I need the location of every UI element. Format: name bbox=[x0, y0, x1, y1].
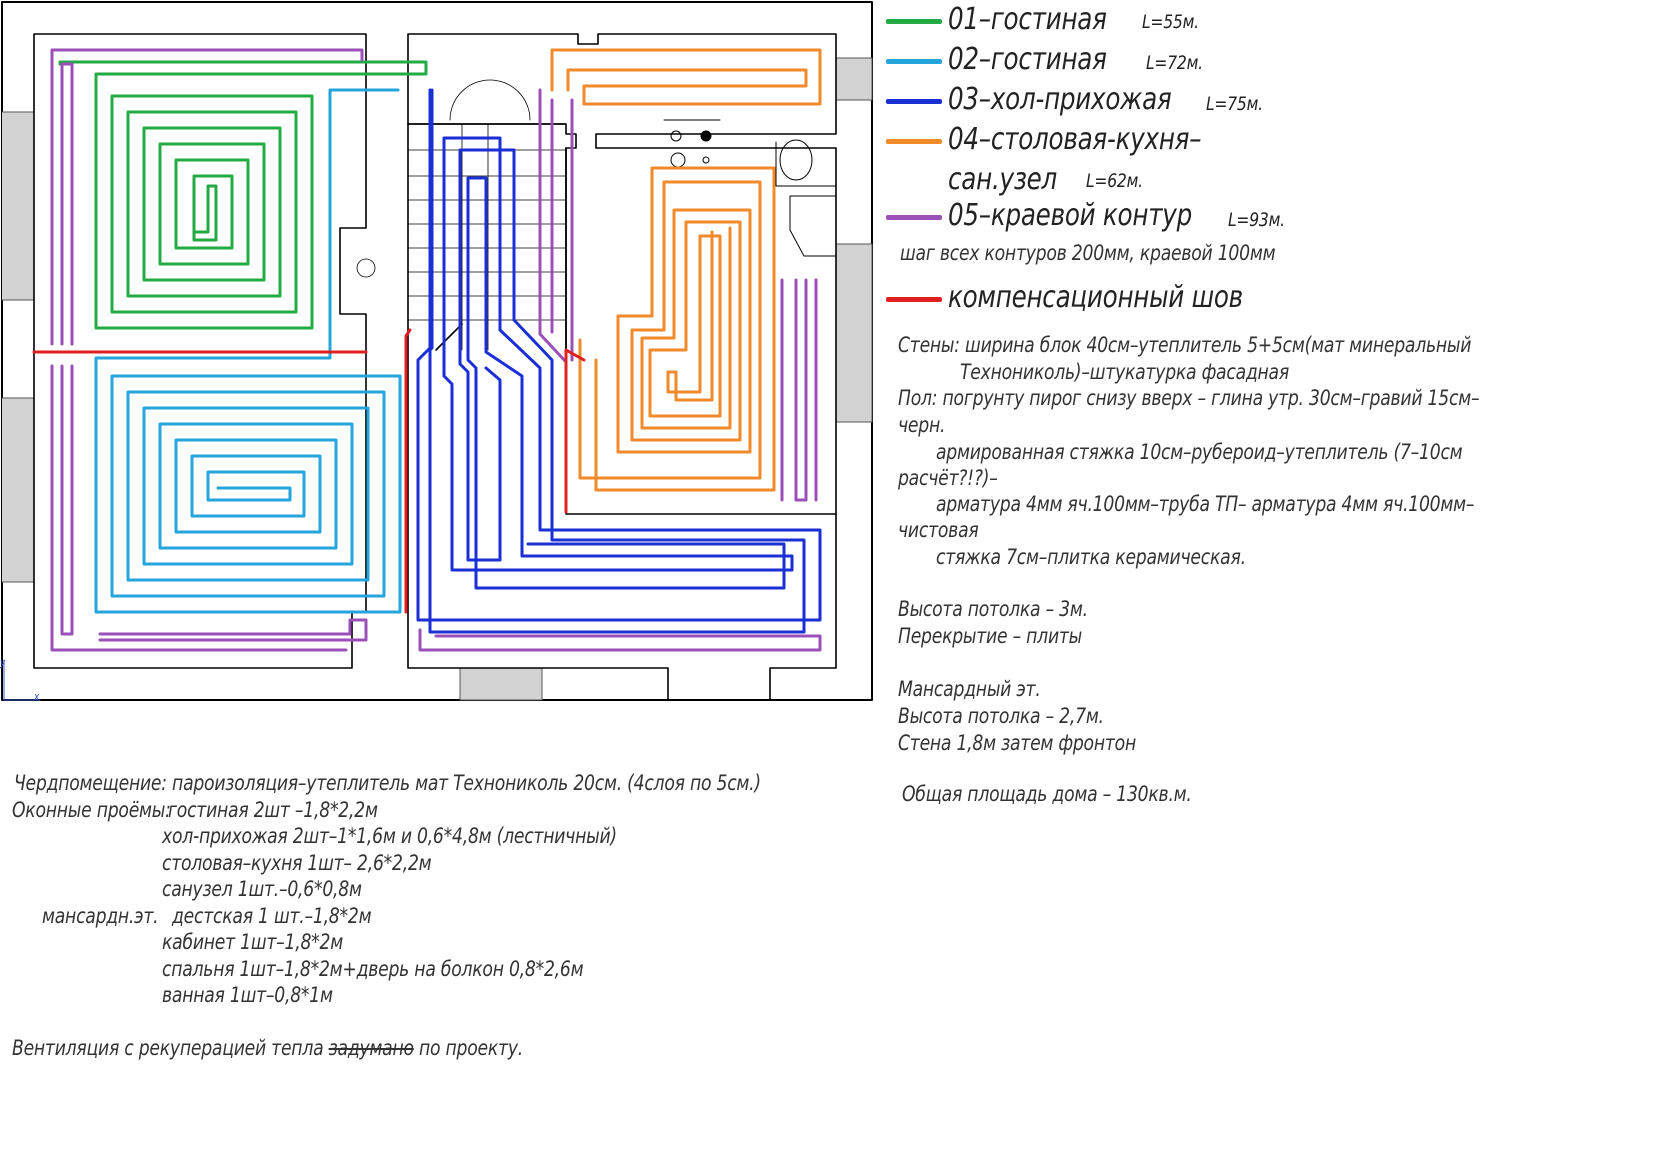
axis-x-label: x bbox=[34, 690, 40, 703]
note-window-2: хол-прихожая 2шт–1*1,6м и 0,6*4,8м (лест… bbox=[162, 824, 617, 848]
contour-01-pipe bbox=[58, 60, 428, 330]
expansion-seam bbox=[32, 328, 586, 614]
legend-length-01: L=55м. bbox=[1142, 11, 1199, 33]
note-window-7: спальня 1шт–1,8*2м+дверь на болкон 0,8*2… bbox=[162, 957, 584, 981]
legend-name-03: 03–хол-прихожая bbox=[948, 82, 1172, 117]
legend-length-04: L=62м. bbox=[1086, 170, 1143, 192]
window-opening-left-1 bbox=[1, 111, 35, 301]
spec-floor-4: расчёт?!?)– bbox=[898, 466, 998, 490]
spec-attic-ceiling: Высота потолка – 2,7м. bbox=[898, 704, 1104, 728]
contour-05-pipe bbox=[50, 48, 822, 652]
legend-swatch-seam bbox=[886, 297, 942, 302]
spec-floor-6: чистовая bbox=[898, 518, 979, 542]
note-window-5: дестская 1 шт.–1,8*2м bbox=[172, 904, 372, 928]
note-attic-space: Чердпомещение: пароизоляция–утеплитель м… bbox=[14, 771, 761, 795]
note-ventilation: Вентиляция с рекуперацией тепла задумано… bbox=[12, 1036, 523, 1060]
note-attic-label: мансардн.эт. bbox=[42, 904, 159, 928]
spec-overlap: Перекрытие – плиты bbox=[898, 624, 1083, 648]
legend-swatch-02 bbox=[886, 59, 942, 64]
contour-02-pipe bbox=[94, 88, 402, 614]
legend-name-04b: сан.узел bbox=[948, 162, 1058, 197]
legend-name-05: 05–краевой контур bbox=[948, 198, 1192, 233]
floor-plan bbox=[1, 1, 873, 701]
spec-floor-5: арматура 4мм яч.100мм–труба ТП– арматура… bbox=[936, 492, 1475, 516]
contour-04-pipe bbox=[550, 48, 822, 492]
legend-seam-name: компенсационный шов bbox=[948, 280, 1243, 315]
note-window-1: гостиная 2шт –1,8*2,2м bbox=[168, 798, 378, 822]
window-opening-right-2 bbox=[835, 243, 873, 423]
legend-swatch-05 bbox=[886, 215, 942, 220]
legend-name-04: 04–столовая-кухня– bbox=[948, 122, 1202, 157]
legend-length-05: L=93м. bbox=[1228, 209, 1285, 231]
spec-walls-1: Стены: ширина блок 40см–утеплитель 5+5см… bbox=[898, 333, 1472, 357]
window-opening-bottom bbox=[459, 667, 543, 701]
ucs-axis bbox=[3, 659, 41, 701]
note-vent-c: по проекту. bbox=[413, 1036, 524, 1060]
spec-walls-2: Технониколь)–штукатурка фасадная bbox=[960, 360, 1289, 384]
axis-y-label: y bbox=[0, 656, 6, 669]
legend-name-01: 01–гостиная bbox=[948, 2, 1107, 37]
spec-attic-title: Мансардный эт. bbox=[898, 677, 1041, 701]
note-window-4: санузел 1шт.–0,6*0,8м bbox=[162, 877, 362, 901]
note-windows-label: Оконные проёмы: bbox=[12, 798, 171, 822]
legend-step-note: шаг всех контуров 200мм, краевой 100мм bbox=[900, 241, 1276, 265]
note-vent-struck: задумано bbox=[328, 1036, 414, 1060]
spec-total-area: Общая площадь дома – 130кв.м. bbox=[902, 782, 1192, 806]
note-window-8: ванная 1шт–0,8*1м bbox=[162, 983, 333, 1007]
window-opening-right-1 bbox=[835, 57, 873, 101]
legend-length-02: L=72м. bbox=[1146, 52, 1203, 74]
spec-floor-1: Пол: погрунту пирог снизу вверх – глина … bbox=[898, 386, 1480, 410]
legend-name-02: 02–гостиная bbox=[948, 42, 1107, 77]
legend-length-03: L=75м. bbox=[1206, 93, 1263, 115]
spec-floor-7: стяжка 7см–плитка керамическая. bbox=[936, 545, 1246, 569]
note-vent-a: Вентиляция с рекуперацией тепла bbox=[12, 1036, 329, 1060]
contour-03-pipe bbox=[416, 88, 822, 634]
spec-floor-2: черн. bbox=[898, 413, 946, 437]
legend-swatch-04 bbox=[886, 139, 942, 144]
window-opening-left-2 bbox=[1, 397, 35, 583]
legend-swatch-03 bbox=[886, 99, 942, 104]
interior-walls bbox=[33, 33, 837, 701]
spec-attic-wall: Стена 1,8м затем фронтон bbox=[898, 731, 1136, 755]
note-window-3: столовая–кухня 1шт– 2,6*2,2м bbox=[162, 851, 432, 875]
spec-ceiling: Высота потолка – 3м. bbox=[898, 597, 1088, 621]
note-window-6: кабинет 1шт–1,8*2м bbox=[162, 930, 344, 954]
spec-floor-3: армированная стяжка 10см–рубероид–утепли… bbox=[936, 440, 1463, 464]
legend-swatch-01 bbox=[886, 19, 942, 24]
